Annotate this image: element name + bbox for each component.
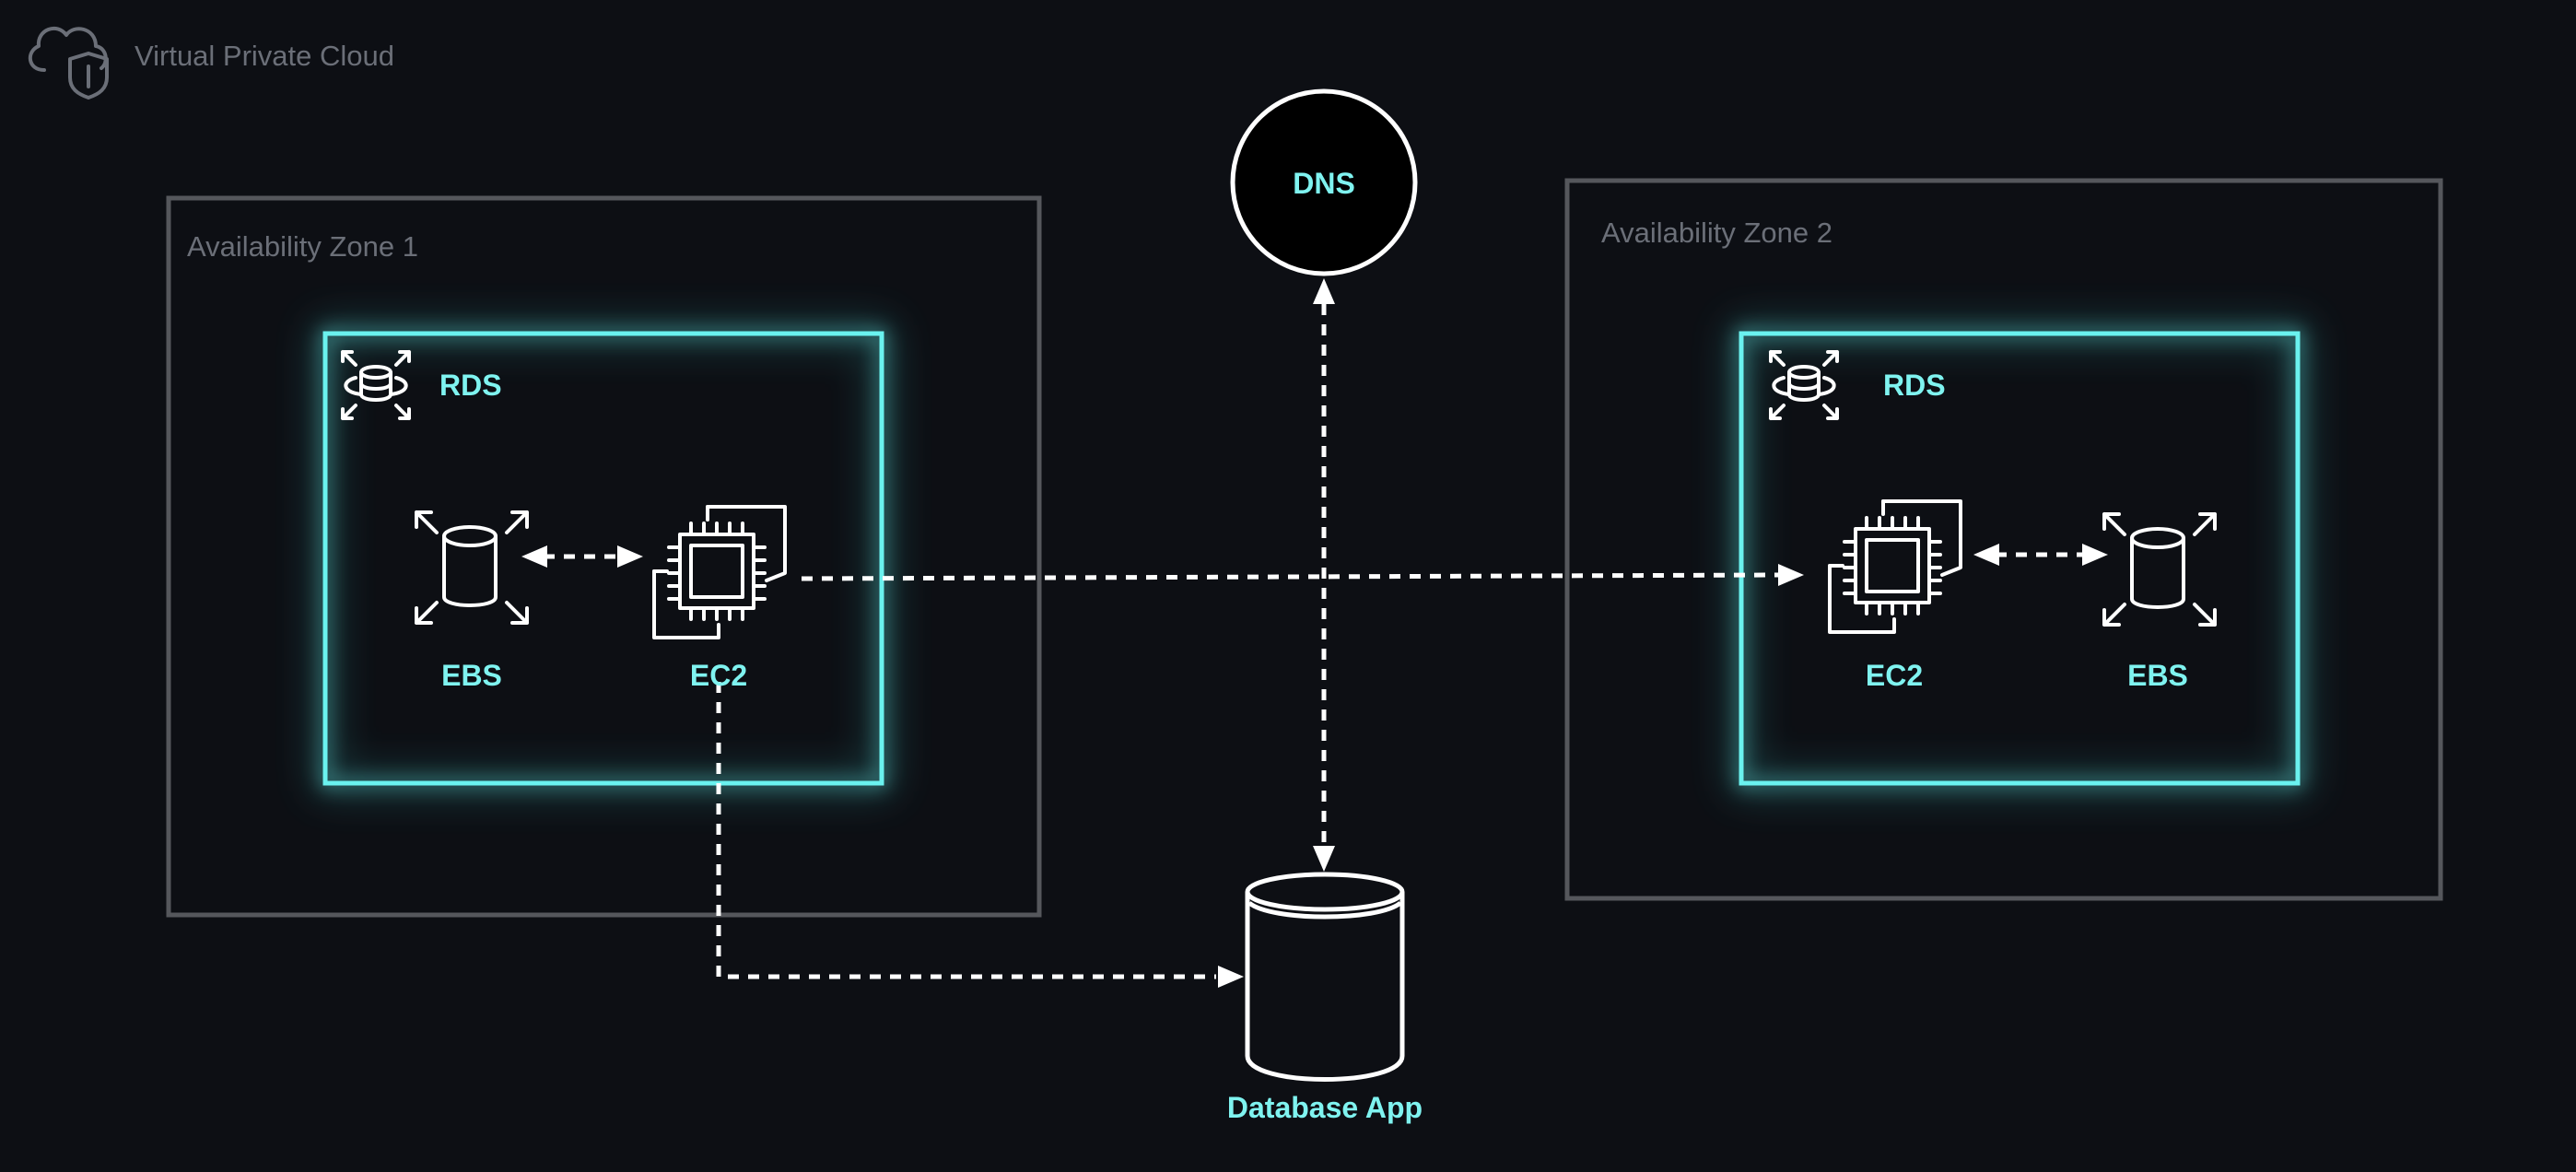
- connection-ec2-2-ebs2: [1973, 544, 2108, 566]
- zone-1-border: [166, 195, 1042, 918]
- vpc-header: Virtual Private Cloud: [29, 26, 394, 100]
- connection-ec2-1-ec2-2: [801, 564, 1804, 586]
- ec2-1-label: EC2: [690, 659, 747, 692]
- ebs-2-label: EBS: [2127, 659, 2188, 692]
- dns-node[interactable]: DNS: [1230, 88, 1418, 276]
- ebs-volume-icon: [2102, 512, 2217, 627]
- availability-zone-1: Availability Zone 1: [166, 195, 1042, 918]
- ebs-volume-icon: [415, 510, 529, 625]
- ebs-node-1[interactable]: EBS: [415, 510, 529, 692]
- rds-database-icon: [341, 350, 411, 420]
- rds-group-2-label: RDS: [1883, 369, 1946, 402]
- zone-2-label: Availability Zone 2: [1601, 217, 1832, 249]
- zone-2-border: [1564, 178, 2443, 901]
- connection-dns-database-app: [1313, 278, 1335, 872]
- database-app-label: Database App: [1227, 1091, 1423, 1124]
- ec2-2-label: EC2: [1866, 659, 1923, 692]
- connections: [521, 278, 2108, 988]
- ec2-chip-icon: [1828, 499, 1962, 634]
- availability-zone-2: Availability Zone 2: [1564, 178, 2443, 901]
- rds-group-1-label: RDS: [439, 369, 502, 402]
- rds-group-2: RDS: [1733, 325, 2306, 791]
- rds-group-2-border: [1739, 331, 2301, 786]
- dns-circle[interactable]: [1230, 88, 1418, 276]
- ec2-node-1[interactable]: EC2: [652, 505, 787, 692]
- rds-group-1-border: [322, 331, 884, 786]
- rds-database-icon: [1769, 350, 1839, 420]
- rds-group-1: RDS: [317, 325, 890, 791]
- ebs-1-label: EBS: [441, 659, 502, 692]
- connection-ec2-1-database-app: [716, 682, 1244, 988]
- cloud-shield-icon: [29, 26, 109, 100]
- database-app-node[interactable]: Database App: [1227, 872, 1423, 1124]
- ebs-node-2[interactable]: EBS: [2102, 512, 2217, 692]
- database-cylinder-icon: [1245, 872, 1405, 1082]
- ec2-node-2[interactable]: EC2: [1828, 499, 1962, 692]
- ec2-chip-icon: [652, 505, 787, 639]
- dns-label: DNS: [1293, 167, 1355, 200]
- vpc-label: Virtual Private Cloud: [135, 40, 394, 72]
- connection-ebs1-ec2-1: [521, 545, 643, 568]
- zone-1-label: Availability Zone 1: [187, 230, 418, 263]
